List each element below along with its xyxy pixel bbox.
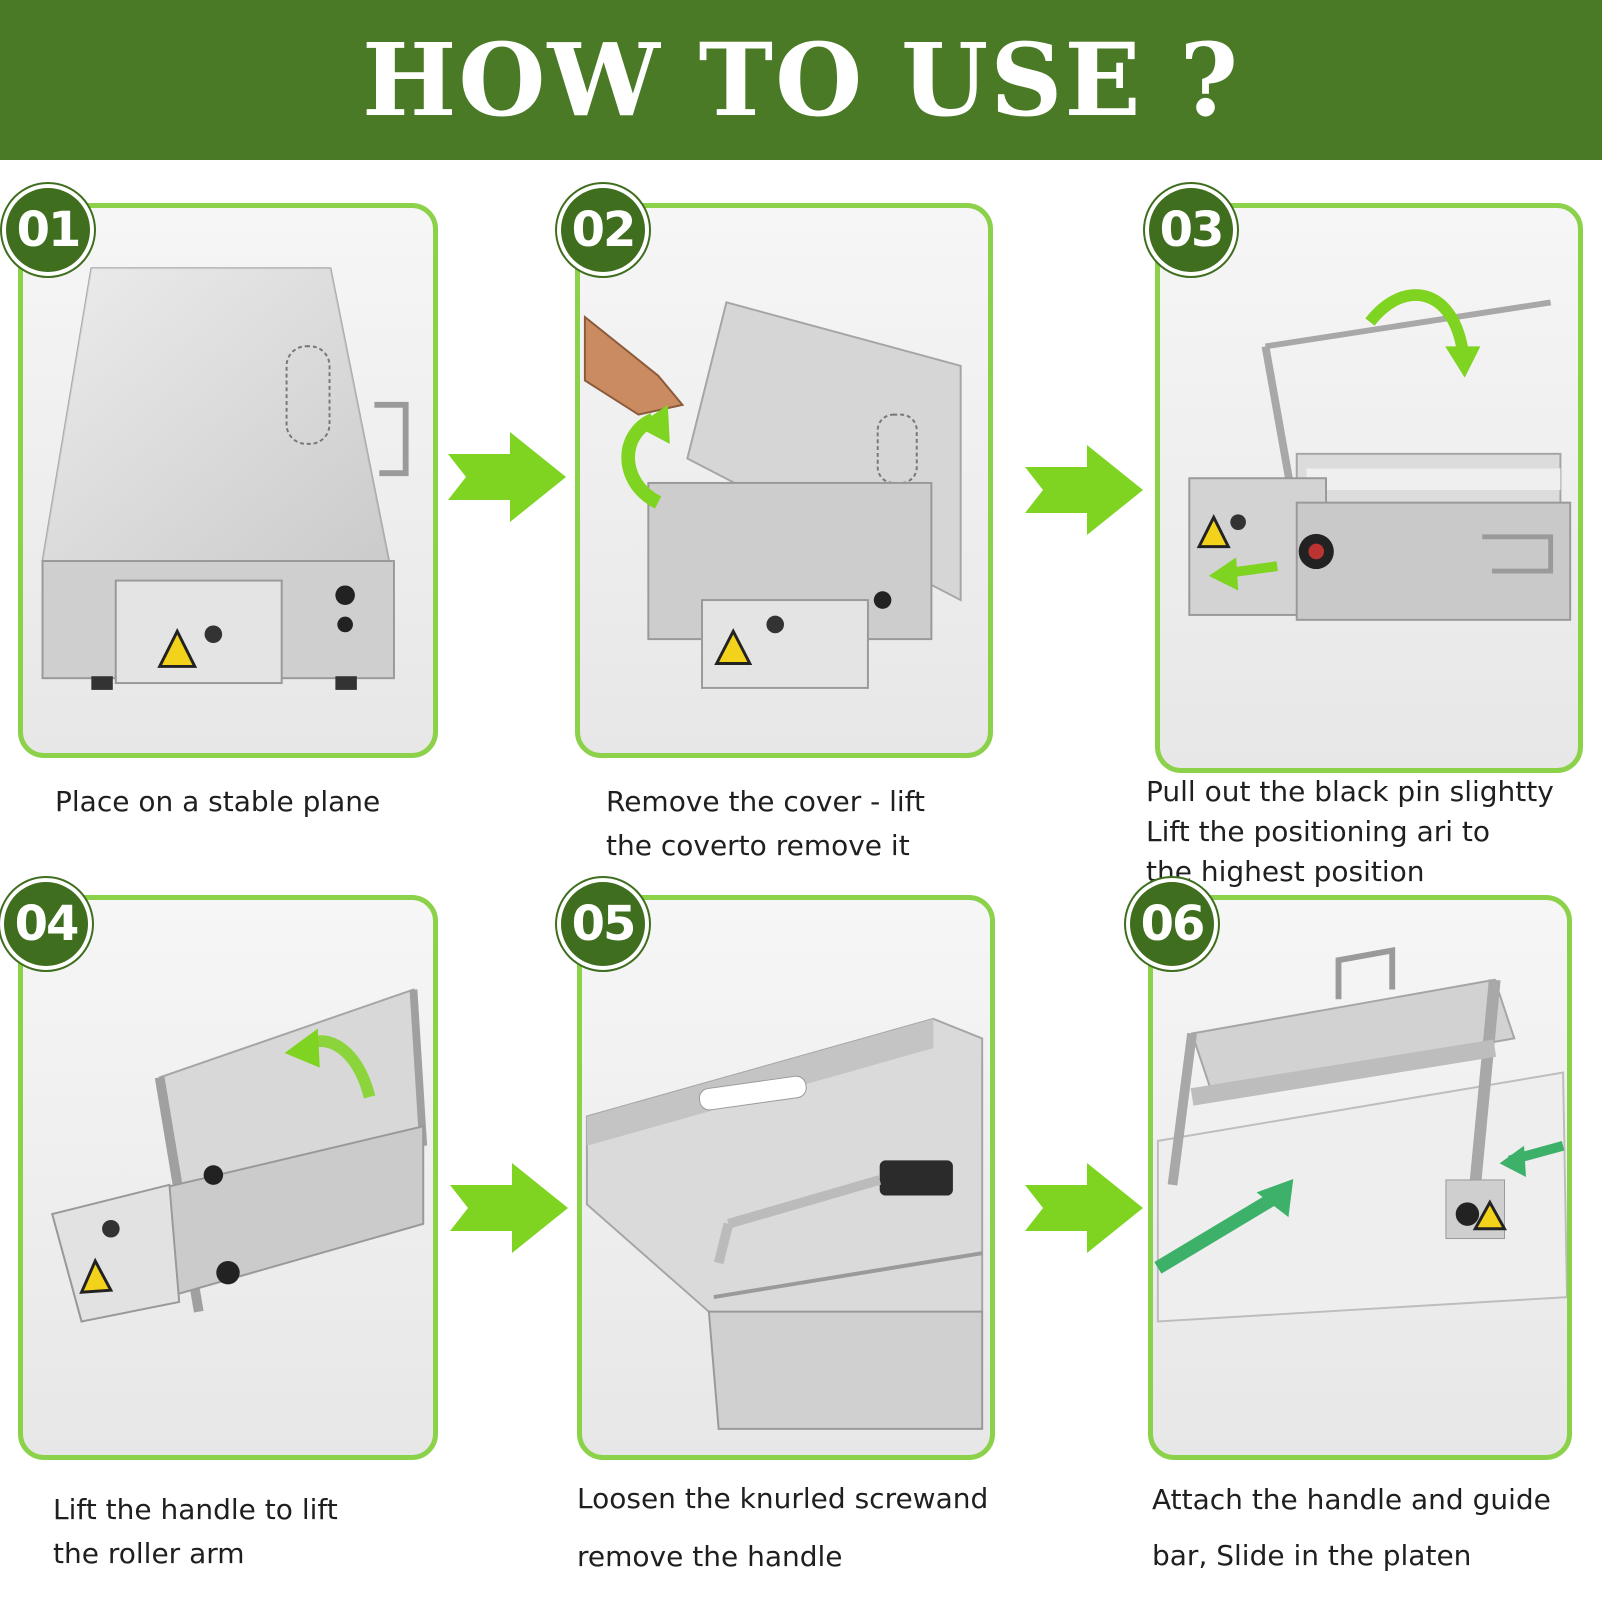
step-03-badge: 03: [1145, 184, 1237, 276]
handle-removal-illustration: [585, 1017, 984, 1430]
step-04-caption: Lift the handle to lift the roller arm: [53, 1493, 338, 1570]
warning-triangle-icon: [714, 628, 753, 665]
step-05-badge: 05: [557, 878, 649, 970]
roller-arm-lift-illustration: [51, 988, 428, 1323]
step-01-caption: Place on a stable plane: [55, 785, 381, 818]
step-02-caption: Remove the cover - lift the coverto remo…: [606, 785, 926, 862]
right-arrow-icon: [1025, 445, 1143, 535]
step-06-badge: 06: [1126, 878, 1218, 970]
step-02-badge: 02: [557, 184, 649, 276]
step-02-image-panel: [575, 203, 993, 758]
step-03-image-panel: [1155, 203, 1583, 773]
warning-triangle-icon: [1196, 514, 1231, 549]
machine-closed-illustration: [41, 267, 409, 690]
step-03-caption: Pull out the black pin slightty Lift the…: [1146, 775, 1554, 888]
warning-triangle-icon: [1472, 1199, 1507, 1231]
right-arrow-icon: [448, 432, 566, 522]
step-01-image-panel: [18, 203, 438, 758]
warning-triangle-icon: [79, 1257, 114, 1294]
header-banner: HOW TO USE ?: [0, 0, 1602, 160]
pin-positioning-illustration: [1188, 289, 1572, 621]
step-05-image-panel: [577, 895, 995, 1460]
step-05-caption: Loosen the knurled screwand remove the h…: [577, 1482, 989, 1573]
page-title: HOW TO USE ?: [361, 21, 1241, 139]
right-arrow-icon: [450, 1163, 568, 1253]
step-01-badge: 01: [2, 184, 94, 276]
cover-lift-illustration: [583, 301, 962, 689]
right-arrow-icon: [1025, 1163, 1143, 1253]
warning-triangle-icon: [157, 628, 198, 668]
step-04-image-panel: [18, 895, 438, 1460]
step-04-badge: 04: [0, 878, 92, 970]
platen-insert-illustration: [1154, 946, 1567, 1323]
step-06-image-panel: [1148, 895, 1572, 1460]
step-06-caption: Attach the handle and guide bar, Slide i…: [1152, 1483, 1551, 1572]
